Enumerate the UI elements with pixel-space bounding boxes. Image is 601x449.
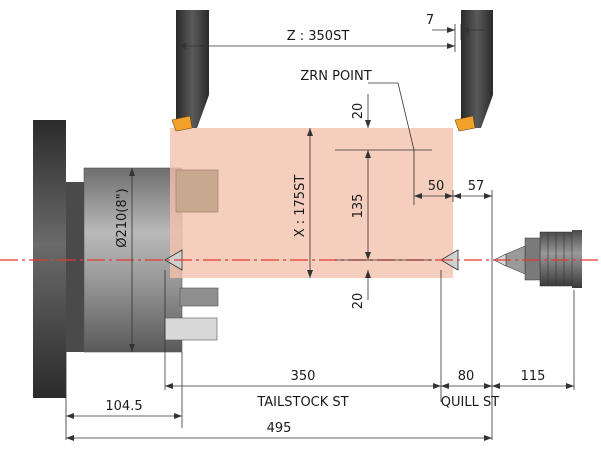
arrow-heads [66,27,574,441]
right-tool-insert [454,115,476,132]
left-tool-holder [171,10,209,132]
tool-offset-label: 7 [426,13,434,28]
z-stroke-label: Z : 350ST [287,29,350,44]
dimension-lines [65,24,575,440]
overall-length-label: 495 [267,421,292,436]
x-stroke-label: X : 175ST [293,175,308,238]
quill-stroke-value: 80 [458,369,475,384]
center-height-label: 135 [351,194,366,219]
workpiece [175,169,219,213]
edge-to-tool-label: 57 [468,179,485,194]
left-tool-insert [171,115,193,132]
bottom-gap-label: 20 [351,293,366,310]
chuck-diameter-label: Ø210(8") [115,188,130,247]
zrn-to-edge-label: 50 [428,179,445,194]
tailstock-quill [493,230,582,288]
right-tool-holder [454,10,493,132]
quill-stroke-label: QUILL ST [441,395,499,410]
top-gap-label: 20 [351,103,366,120]
zrn-point-label: ZRN POINT [300,69,371,84]
chuck-offset-label: 104.5 [105,399,142,414]
chuck-faceplate [33,120,84,398]
quill-extension-label: 115 [521,369,546,384]
tailstock-stroke-label: TAILSTOCK ST [256,395,348,410]
tailstock-stroke-value: 350 [291,369,316,384]
